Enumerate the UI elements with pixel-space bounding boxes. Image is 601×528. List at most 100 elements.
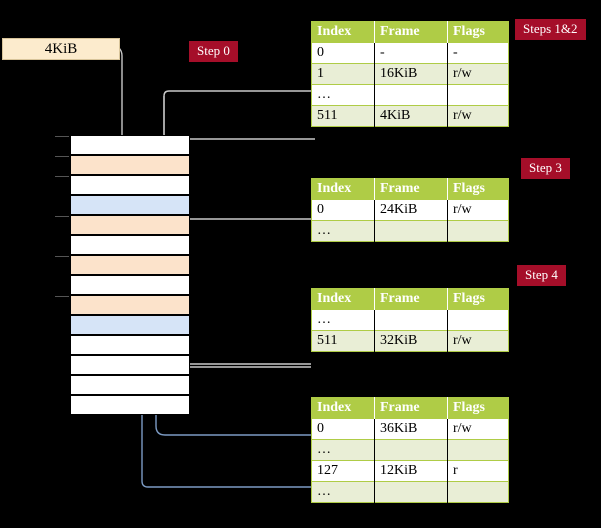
column-header-index: Index — [311, 178, 375, 200]
cell-frame — [374, 220, 448, 242]
cell-flags: r/w — [447, 199, 509, 221]
cell-frame — [374, 84, 448, 106]
memory-column — [55, 135, 190, 415]
memory-cell — [70, 315, 190, 335]
cell-frame: 4KiB — [374, 105, 448, 127]
memory-cell — [70, 295, 190, 315]
column-header-flags: Flags — [447, 288, 509, 310]
table-row: … — [311, 220, 509, 242]
table-header-row: Index Frame Flags — [311, 397, 509, 419]
cell-frame: 24KiB — [374, 199, 448, 221]
cell-flags: r/w — [447, 105, 509, 127]
memory-cell — [70, 275, 190, 295]
column-header-index: Index — [311, 21, 375, 43]
badge-label: Step 0 — [197, 43, 230, 58]
cell-flags — [447, 481, 509, 503]
cell-index: … — [311, 220, 375, 242]
column-header-index: Index — [311, 397, 375, 419]
memory-cell — [70, 335, 190, 355]
memory-cell — [70, 215, 190, 235]
badge-step-0: Step 0 — [189, 41, 238, 62]
column-header-flags: Flags — [447, 178, 509, 200]
table-row: … — [311, 481, 509, 503]
cell-index: 0 — [311, 418, 375, 440]
memory-tick — [55, 256, 69, 257]
cell-frame — [374, 439, 448, 461]
memory-cell — [70, 155, 190, 175]
memory-tick — [55, 156, 69, 157]
cell-index: 511 — [311, 105, 375, 127]
table-header-row: Index Frame Flags — [311, 178, 509, 200]
table-row: 0 36KiB r/w — [311, 418, 509, 440]
column-header-flags: Flags — [447, 21, 509, 43]
memory-cell — [70, 395, 190, 415]
table-row: … — [311, 439, 509, 461]
memory-tick — [55, 296, 69, 297]
badge-steps-1-2: Steps 1&2 — [515, 19, 586, 40]
cell-flags: r/w — [447, 418, 509, 440]
cell-frame — [374, 481, 448, 503]
wire-memory-to-table2 — [179, 298, 311, 368]
column-header-flags: Flags — [447, 397, 509, 419]
table-row: … — [311, 84, 509, 106]
column-header-frame: Frame — [374, 21, 448, 43]
memory-cell — [70, 175, 190, 195]
wire-table4-feedback — [163, 90, 315, 140]
memory-cell — [70, 195, 190, 215]
badge-label: Step 4 — [525, 267, 558, 282]
badge-label: Steps 1&2 — [523, 21, 578, 36]
cell-flags: r/w — [447, 330, 509, 352]
cell-frame: 36KiB — [374, 418, 448, 440]
cell-flags — [447, 439, 509, 461]
cell-frame — [374, 309, 448, 331]
column-header-frame: Frame — [374, 178, 448, 200]
badge-step-3: Step 3 — [521, 158, 570, 179]
cell-index: … — [311, 481, 375, 503]
source-box-4kib: 4KiB — [2, 38, 120, 60]
memory-cell — [70, 375, 190, 395]
page-table-level-3: Index Frame Flags 0 24KiB r/w … — [311, 178, 509, 242]
cell-index: 511 — [311, 330, 375, 352]
column-header-frame: Frame — [374, 288, 448, 310]
badge-step-4: Step 4 — [517, 265, 566, 286]
table-row: 511 32KiB r/w — [311, 330, 509, 352]
cell-frame: 16KiB — [374, 63, 448, 85]
cell-index: … — [311, 309, 375, 331]
column-header-frame: Frame — [374, 397, 448, 419]
page-table-level-4: Index Frame Flags 0 - - 1 16KiB r/w … — [311, 21, 509, 127]
source-box-label: 4KiB — [44, 41, 78, 57]
memory-tick — [55, 176, 69, 177]
wire-table3-to-memory — [174, 218, 311, 261]
page-table-level-2: Index Frame Flags … 511 32KiB r/w — [311, 288, 509, 352]
column-header-index: Index — [311, 288, 375, 310]
table-header-row: Index Frame Flags — [311, 288, 509, 310]
table-row: 511 4KiB r/w — [311, 105, 509, 127]
page-table-level-1: Index Frame Flags 0 36KiB r/w … 127 12Ki… — [311, 397, 509, 503]
table-row: 127 12KiB r — [311, 460, 509, 482]
cell-frame: - — [374, 42, 448, 64]
cell-flags: r/w — [447, 63, 509, 85]
cell-flags — [447, 84, 509, 106]
cell-index: 1 — [311, 63, 375, 85]
memory-cell — [70, 135, 190, 155]
badge-label: Step 3 — [529, 160, 562, 175]
cell-index: 127 — [311, 460, 375, 482]
cell-flags: - — [447, 42, 509, 64]
memory-tick — [55, 216, 69, 217]
cell-flags: r — [447, 460, 509, 482]
cell-index: 0 — [311, 199, 375, 221]
table-row: 0 - - — [311, 42, 509, 64]
cell-frame: 32KiB — [374, 330, 448, 352]
table-row: 0 24KiB r/w — [311, 199, 509, 221]
table-header-row: Index Frame Flags — [311, 21, 509, 43]
cell-frame: 12KiB — [374, 460, 448, 482]
cell-index: … — [311, 84, 375, 106]
cell-flags — [447, 220, 509, 242]
cell-index: … — [311, 439, 375, 461]
memory-cell — [70, 355, 190, 375]
table-row: … — [311, 309, 509, 331]
cell-index: 0 — [311, 42, 375, 64]
memory-tick — [55, 136, 69, 137]
table-row: 1 16KiB r/w — [311, 63, 509, 85]
